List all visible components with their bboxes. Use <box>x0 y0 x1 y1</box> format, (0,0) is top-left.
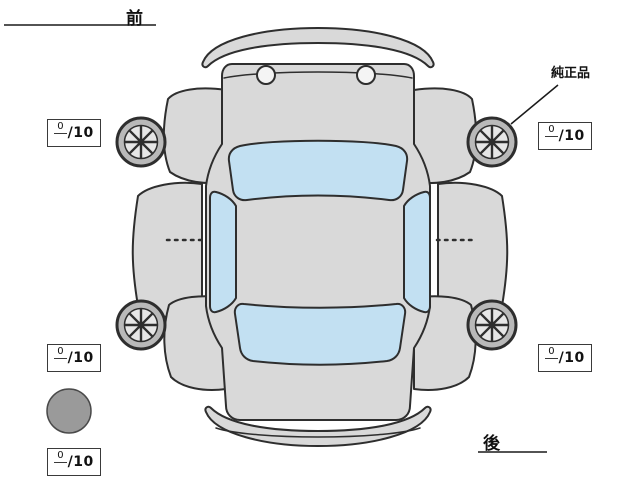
right-side-glass <box>403 190 431 314</box>
front-bumper <box>201 27 435 69</box>
tire-score-front-right: 0/10 <box>538 122 592 150</box>
wheel-front-left <box>115 116 167 168</box>
tire-score-rear-left: 0/10 <box>47 344 101 372</box>
tire-score-rear-right: 0/10 <box>538 344 592 372</box>
genuine-part-label: 純正品 <box>551 66 591 81</box>
score-max: /10 <box>558 350 585 366</box>
wheel-front-right <box>466 116 518 168</box>
wheel-rear-right <box>466 299 518 351</box>
hood-left-circle <box>256 65 276 85</box>
hood-leading-edge-line <box>223 71 413 79</box>
windshield-glass <box>227 139 409 202</box>
left-side-glass <box>209 190 237 314</box>
front-label: 前 <box>126 9 143 29</box>
rear-bumper-trim-line <box>215 427 421 438</box>
score-max: /10 <box>67 125 94 141</box>
hood-right-circle <box>356 65 376 85</box>
genuine-part-pointer-line <box>510 84 559 125</box>
score-value: 0 <box>54 122 67 134</box>
score-value: 0 <box>545 125 558 137</box>
rear-label: 後 <box>483 434 500 454</box>
tire-score-spare: 0/10 <box>47 448 101 476</box>
car-body-center <box>205 63 431 421</box>
score-max: /10 <box>558 128 585 144</box>
rear-right-fender <box>413 295 477 391</box>
wheel-rear-left <box>115 299 167 351</box>
score-value: 0 <box>54 451 67 463</box>
rear-bumper <box>204 405 432 447</box>
score-max: /10 <box>67 454 94 470</box>
score-max: /10 <box>67 350 94 366</box>
spare-tire-circle <box>46 388 92 434</box>
score-value: 0 <box>545 347 558 359</box>
tire-score-front-left: 0/10 <box>47 119 101 147</box>
rear-window-glass <box>233 302 407 366</box>
score-value: 0 <box>54 347 67 359</box>
